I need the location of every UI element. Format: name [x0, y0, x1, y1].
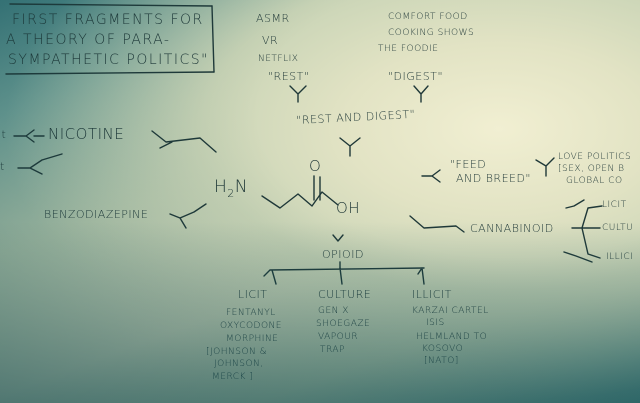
- opioid-culture-item-3: VAPOUR: [318, 332, 359, 342]
- cooking-shows-label: COOKING SHOWS: [388, 28, 475, 38]
- opioid-licit-heading: LICIT: [238, 288, 268, 301]
- benzodiazepine-branch: [169, 203, 207, 229]
- opioid-illicit-item-4: KOSOVO: [422, 344, 464, 354]
- the-foodie-label: THE FOODIE: [378, 44, 439, 54]
- digest-fork: [413, 85, 429, 103]
- opioid-illicit-item-5: [NATO]: [424, 356, 459, 366]
- opioid-label: OPIOID: [322, 248, 364, 261]
- benzodiazepine-label: BENZODIAZEPINE: [44, 208, 149, 221]
- digest-label: "DIGEST": [388, 70, 444, 83]
- rest-and-digest-fork: [339, 137, 361, 157]
- nicotine-prefix: it: [0, 128, 7, 141]
- feed-label-line-1: "FEED: [450, 158, 487, 171]
- opioid-tree: [263, 267, 425, 285]
- global-co-label: GLOBAL CO: [566, 176, 623, 186]
- amine-h-text: H: [214, 177, 228, 197]
- licit-right-tick: [565, 199, 585, 209]
- cannabinoid-label: CANNABINOID: [470, 222, 554, 235]
- asmr-label: ASMR: [256, 12, 290, 25]
- feed-to-love: [535, 157, 555, 177]
- molecule-chain: [261, 191, 339, 209]
- opioid-licit-item-3: MORPHINE: [226, 334, 279, 344]
- title-line-1: FIRST FRAGMENTS FOR: [12, 12, 204, 28]
- nicotine-arrow: [13, 129, 45, 143]
- molecule-to-opioid: [332, 234, 344, 242]
- love-politics-label: LOVE POLITICS: [558, 152, 632, 162]
- opioid-culture-item-2: SHOEGAZE: [316, 319, 371, 329]
- cannabinoid-illicit-label: ILLICI: [606, 252, 634, 262]
- opioid-illicit-item-3: HELMLAND TO: [416, 332, 488, 342]
- opioid-licit-item-2: OXYCODONE: [220, 321, 282, 331]
- amine-n-text: N: [234, 177, 249, 197]
- opioid-culture-heading: CULTURE: [318, 288, 372, 301]
- nicotine-label: NICOTINE: [48, 125, 125, 143]
- opioid-culture-item-1: GEN X: [318, 306, 349, 316]
- comfort-food-label: COMFORT FOOD: [388, 12, 468, 22]
- opioid-illicit-item-2: ISIS: [426, 318, 445, 328]
- opioid-illicit-heading: ILLICIT: [412, 288, 452, 301]
- opioid-licit-item-5: JOHNSON,: [214, 359, 264, 369]
- hydroxyl-label: OH: [336, 199, 361, 217]
- vr-label: VR: [262, 34, 279, 47]
- rest-label: "REST": [268, 70, 310, 83]
- title-line-2: A THEORY OF PARA-: [6, 32, 171, 48]
- left-t-fragment: t: [0, 160, 5, 173]
- nicotine-molecule: [151, 130, 217, 153]
- cannabinoid-culture-label: CULTU: [602, 223, 634, 233]
- cannabinoid-licit-label: LICIT: [602, 200, 627, 210]
- feed-branch: [421, 169, 441, 183]
- cannabinoid-branch: [409, 215, 465, 233]
- carbonyl-oxygen: O: [309, 157, 322, 175]
- cannabinoid-fork: [571, 205, 603, 259]
- opioid-culture-item-4: TRAP: [320, 345, 345, 355]
- opioid-licit-item-6: MERCK ]: [212, 372, 254, 382]
- title-line-3: SYMPATHETIC POLITICS": [8, 52, 210, 68]
- opioid-illicit-item-1: KARZAI CARTEL: [412, 306, 489, 316]
- amine-h: H2N: [214, 178, 248, 203]
- opioid-licit-item-1: FENTANYL: [226, 308, 276, 318]
- sex-open-label: [SEX, OPEN B: [558, 164, 625, 174]
- opioid-licit-item-4: [JOHNSON &: [206, 347, 268, 357]
- rest-fork: [289, 85, 307, 103]
- netflix-label: NETFLIX: [258, 54, 299, 64]
- amine-subscript: 2: [227, 187, 235, 200]
- left-t-branch: [17, 153, 63, 175]
- feed-label-line-2: AND BREED": [456, 172, 531, 185]
